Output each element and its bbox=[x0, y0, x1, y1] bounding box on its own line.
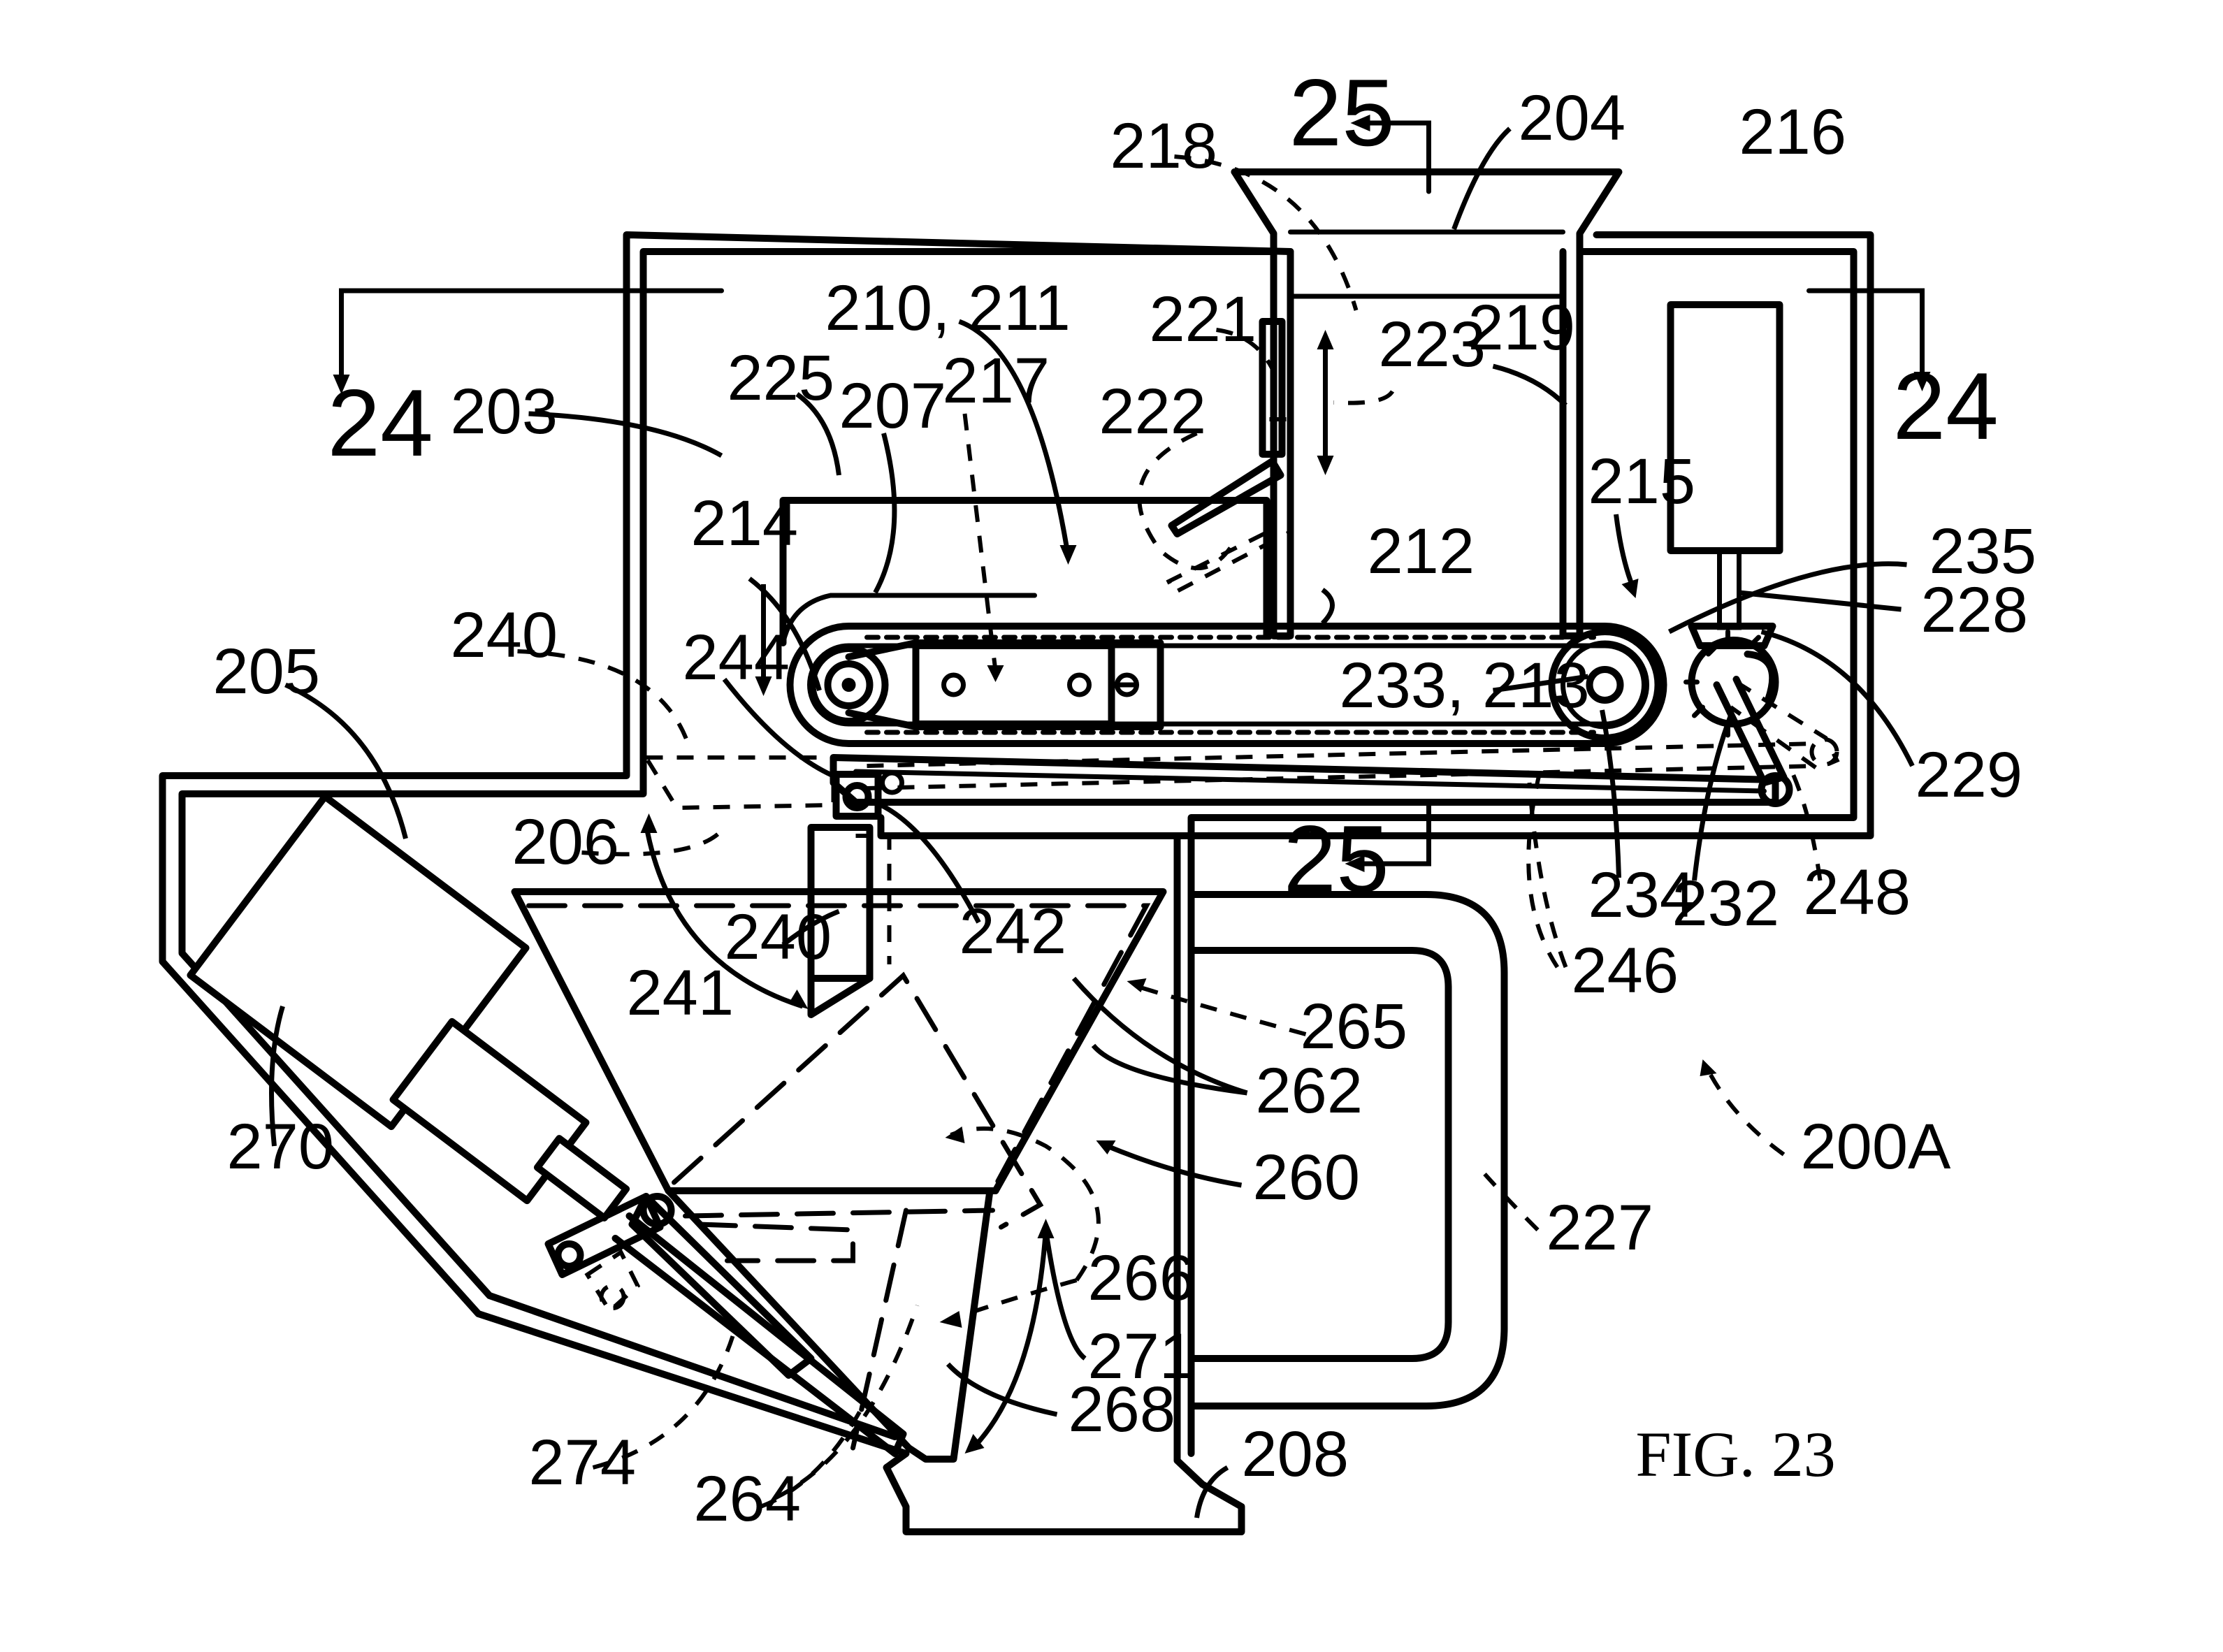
ref-203: 203 bbox=[451, 376, 558, 447]
ref-274: 274 bbox=[529, 1427, 637, 1498]
ref-222: 222 bbox=[1099, 376, 1207, 447]
ref-228: 228 bbox=[1921, 574, 2029, 646]
flow-gate bbox=[1166, 318, 1334, 596]
ref-265: 265 bbox=[1301, 991, 1408, 1062]
ref-248: 248 bbox=[1804, 857, 1911, 928]
ref-216: 216 bbox=[1739, 96, 1847, 168]
ref-246: 246 bbox=[1572, 935, 1679, 1006]
ref-271: 271 bbox=[1088, 1321, 1196, 1392]
handle bbox=[1187, 891, 1508, 1410]
ref-233-213: 233, 213 bbox=[1340, 650, 1590, 721]
ref-232: 232 bbox=[1672, 868, 1780, 939]
ref-219: 219 bbox=[1468, 292, 1576, 363]
ref-262: 262 bbox=[1256, 1055, 1363, 1126]
ref-229: 229 bbox=[1916, 739, 2023, 811]
ref-240-upper: 240 bbox=[451, 600, 558, 671]
housing bbox=[159, 231, 1874, 1535]
section-mark-24-left: 24 bbox=[328, 370, 433, 476]
actuator bbox=[187, 792, 907, 1457]
ref-210-211: 210, 211 bbox=[825, 273, 1071, 344]
lower-flap bbox=[642, 755, 892, 1018]
ref-235: 235 bbox=[1929, 516, 2037, 587]
trough bbox=[511, 888, 1167, 1463]
ref-240-lower: 240 bbox=[725, 901, 832, 973]
section-mark-24-right: 24 bbox=[1893, 353, 1999, 459]
ref-200a: 200A bbox=[1801, 1111, 1951, 1182]
ref-270: 270 bbox=[227, 1111, 335, 1182]
ref-241: 241 bbox=[627, 957, 734, 1029]
ref-207: 207 bbox=[839, 370, 947, 442]
ref-260: 260 bbox=[1253, 1142, 1361, 1213]
ref-206: 206 bbox=[512, 806, 620, 878]
section-mark-25-bottom: 25 bbox=[1284, 806, 1389, 912]
ref-242: 242 bbox=[960, 896, 1067, 967]
inlet-hopper bbox=[1231, 168, 1623, 639]
conveyor-belt bbox=[779, 497, 1667, 747]
section-lines bbox=[333, 115, 1931, 872]
leader-lines bbox=[269, 126, 1915, 1519]
ref-221: 221 bbox=[1150, 284, 1257, 355]
ref-223: 223 bbox=[1379, 309, 1486, 380]
figure-title: FIG. 23 bbox=[1636, 1419, 1836, 1490]
ref-215: 215 bbox=[1588, 446, 1696, 517]
ref-244: 244 bbox=[683, 622, 790, 693]
ref-204: 204 bbox=[1519, 82, 1626, 154]
ref-212: 212 bbox=[1368, 516, 1475, 587]
ref-208: 208 bbox=[1242, 1419, 1349, 1490]
ref-217: 217 bbox=[943, 345, 1050, 416]
ref-214: 214 bbox=[691, 488, 799, 559]
ref-268: 268 bbox=[1069, 1374, 1176, 1445]
section-mark-25-top: 25 bbox=[1289, 59, 1395, 166]
ref-264: 264 bbox=[694, 1463, 802, 1535]
ref-218: 218 bbox=[1110, 110, 1218, 182]
ref-234: 234 bbox=[1588, 860, 1696, 931]
ref-205: 205 bbox=[213, 636, 321, 707]
ref-225: 225 bbox=[727, 342, 835, 414]
ref-266: 266 bbox=[1088, 1242, 1196, 1314]
ref-227: 227 bbox=[1547, 1192, 1654, 1263]
